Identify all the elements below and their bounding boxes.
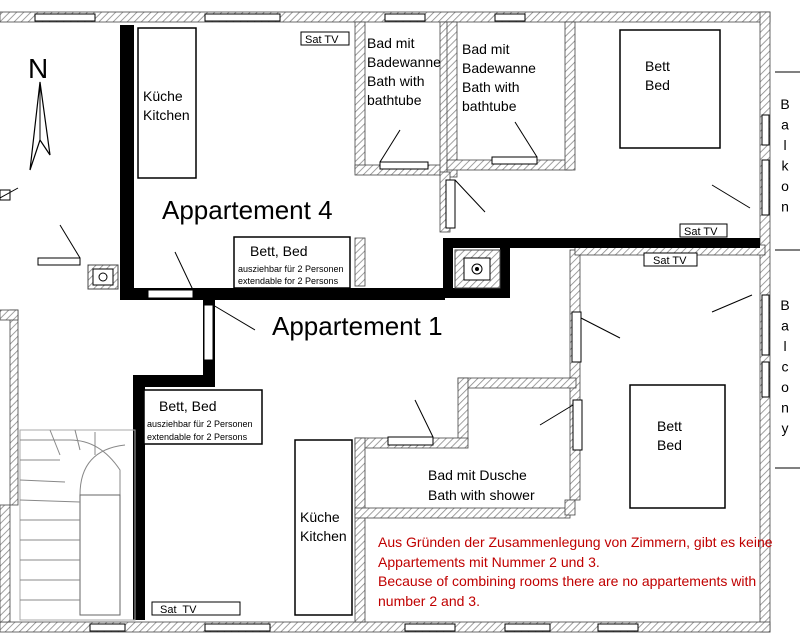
bed-top [619,29,721,149]
balcony-letter: o [781,178,789,194]
doors [0,121,753,451]
balcony-letter: n [781,400,789,416]
shafts [87,249,501,290]
note-line-3: Because of combining rooms there are no … [378,573,756,589]
bed-top-label-2: Bed [645,77,670,93]
sofabed-a4-title: Bett, Bed [250,243,308,259]
balcony-letter: k [782,158,790,174]
furniture [137,27,726,616]
kitchen-bottom-label-1: Küche [300,509,340,525]
bed-right [629,384,726,509]
balcony-letter: o [781,379,789,395]
bed-right-label-1: Bett [657,418,682,434]
windows [34,13,770,632]
bath-tub-2-line-4: bathtube [462,98,517,114]
sofabed-a1-line-1: ausziehbar für 2 Personen [147,419,253,429]
kitchen-counter-bottom [294,439,353,616]
merge-note: Aus Gründen der Zusammenlegung von Zimme… [378,534,773,609]
bath-shower-label-2: Bath with shower [428,487,535,503]
sofabed-a1 [143,389,263,445]
balcony-lines [775,71,800,469]
bed-top-label-1: Bett [645,58,670,74]
bath-shower-label-1: Bad mit Dusche [428,467,527,483]
bed-right-label-2: Bed [657,437,682,453]
sofabed-a1-line-2: extendable for 2 Persons [147,432,248,442]
balcony-letter: n [781,199,789,215]
kitchen-bottom-label-2: Kitchen [300,528,347,544]
sofabed-a4-line-1: ausziehbar für 2 Personen [238,264,344,274]
apartment-4-title: Appartement 4 [162,195,333,225]
kitchen-counter-top [137,27,197,179]
kitchen-top-label-1: Küche [143,88,183,104]
balcony-letter: a [781,318,789,334]
note-line-2: Appartements mit Nummer 2 und 3. [378,554,600,570]
balcony-letter: l [783,137,786,153]
sofabed-labels: Bett, Bed ausziehbar für 2 Personen exte… [147,243,344,442]
sat-tv-1: Sat TV [305,34,339,46]
sofabed-a1-title: Bett, Bed [159,398,217,414]
sofabed-a4 [233,236,351,289]
apartment-1-title: Appartement 1 [272,311,443,341]
balcony-letter: B [780,96,789,112]
note-line-1: Aus Gründen der Zusammenlegung von Zimme… [378,534,773,550]
bath-tub-1-line-2: Badewanne [367,54,441,70]
bath-tub-2-line-2: Badewanne [462,60,536,76]
kitchen-top-label-2: Kitchen [143,107,190,123]
bath-tub-1-line-4: bathtube [367,92,422,108]
note-line-4: number 2 and 3. [378,593,480,609]
sat-tv-3: Sat TV [653,255,687,267]
bath-tub-2-line-3: Bath with [462,79,520,95]
balcony-letter: c [782,359,789,375]
north-compass: N [28,53,51,171]
sat-tv-badges: Sat TV Sat TV Sat TV Sat TV [151,31,728,616]
balcony-letter: l [783,338,786,354]
staircase [19,429,136,621]
sofabed-a4-line-2: extendable for 2 Persons [238,276,339,286]
balcony-letter: B [780,297,789,313]
compass-letter: N [28,53,48,84]
sat-tv-2: Sat TV [684,226,718,238]
bath-tub-2-line-1: Bad mit [462,41,510,57]
sat-tv-4: Sat TV [160,604,197,616]
balcony-letter: y [782,420,789,436]
balcony-letter: a [781,117,789,133]
room-labels: Küche Kitchen Küche Kitchen Bad mit Bade… [143,35,682,544]
bath-tub-1-line-1: Bad mit [367,35,415,51]
bath-tub-1-line-3: Bath with [367,73,425,89]
